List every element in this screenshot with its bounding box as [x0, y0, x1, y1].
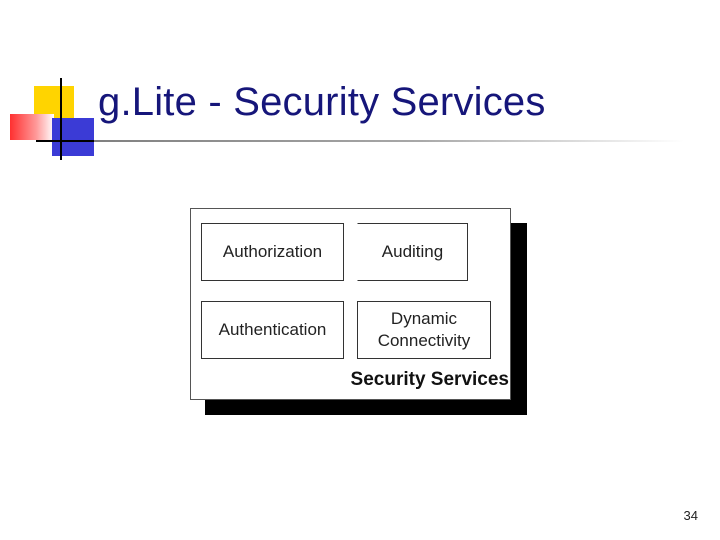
authorization-box: Authorization — [201, 223, 344, 281]
auditing-label: Auditing — [381, 242, 444, 261]
title-underline — [94, 140, 684, 142]
logo-vertical-line — [60, 78, 62, 160]
auditing-box: Auditing — [357, 223, 468, 281]
slide-title: g.Lite - Security Services — [98, 80, 546, 124]
page-number: 34 — [683, 508, 698, 523]
security-services-diagram: Authorization Auditing Authentication Dy… — [190, 208, 511, 400]
security-services-label: Security Services — [350, 369, 509, 390]
authentication-label: Authentication — [218, 320, 327, 339]
logo-blue-square — [52, 118, 94, 156]
slide-logo-decoration — [0, 0, 100, 170]
dynamic-connectivity-label-line2: Connectivity — [377, 331, 471, 350]
dynamic-connectivity-label-line1: Dynamic — [390, 309, 458, 328]
authentication-box: Authentication — [201, 301, 344, 359]
logo-horizontal-line — [36, 140, 94, 142]
authorization-label: Authorization — [222, 242, 323, 261]
dynamic-connectivity-box: Dynamic Connectivity — [357, 301, 491, 359]
logo-red-square — [10, 114, 54, 140]
